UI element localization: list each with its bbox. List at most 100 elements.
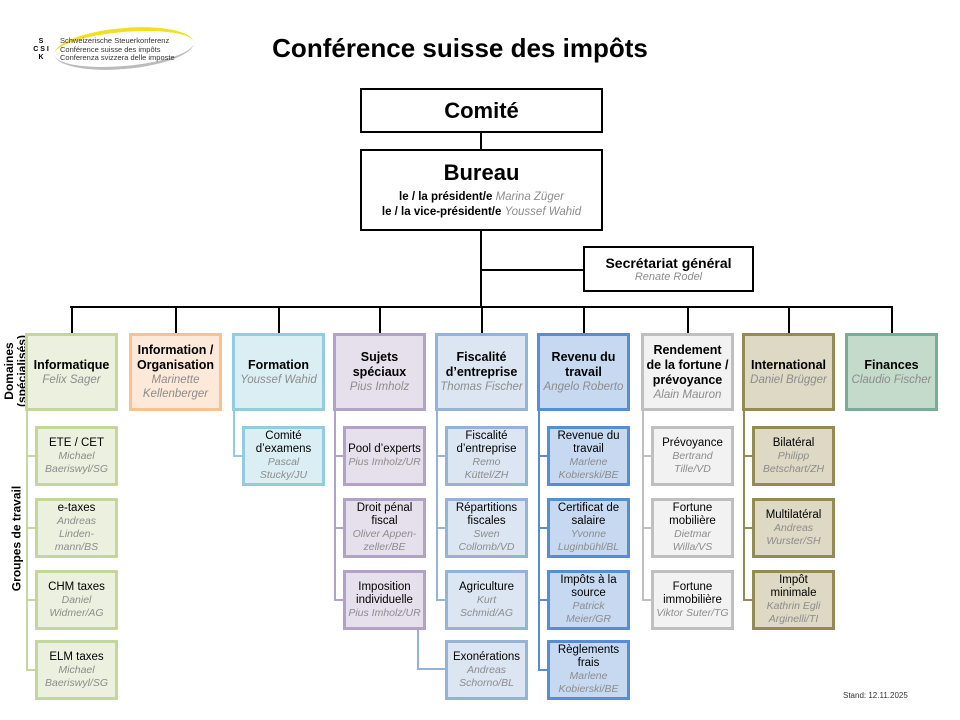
working-group-person: Remo Küttel/ZH [464, 456, 509, 481]
connector-drop [378, 307, 381, 333]
working-group-title: Exonérations [452, 650, 521, 663]
working-group-title: Pool d’experts [348, 443, 421, 455]
domain-person: Alain Mauron [653, 388, 722, 401]
secretariat-box: Secrétariat général Renate Rodel [583, 246, 754, 292]
subgroup-connector [743, 527, 753, 529]
bureau-title: Bureau [443, 160, 520, 185]
domain-person: Pius Imholz [349, 381, 410, 393]
working-group-person: Michael Baeriswyl/SG [44, 449, 108, 475]
working-group-title: Impôts à la source [560, 574, 617, 599]
subgroup-connector [743, 599, 753, 601]
working-group-person: Kurt Schmid/AG [459, 593, 514, 619]
secretariat-title: Secrétariat général [605, 255, 732, 271]
working-group-title: e-taxes [57, 502, 96, 514]
page-title: Conférence suisse des impôts [272, 33, 648, 63]
subgroup-connector [26, 527, 36, 529]
working-group-person: Michael Baeriswyl/SG [44, 663, 108, 689]
domain-title: Rendement de la fortune / prévoyance [646, 342, 729, 387]
working-group-person: Oliver Appen-zeller/BE [352, 528, 417, 553]
president-name: Marina Züger [495, 191, 564, 203]
working-group-person: Marlene Kobierski/BE [558, 456, 619, 481]
working-group-title: Fortune mobilière [669, 502, 716, 527]
working-group-person: Yvonne Luginbühl/BL [557, 528, 620, 553]
subgroup-connector [26, 669, 36, 671]
logo-line: Conferenza svizzera delle imposte [60, 53, 175, 62]
connector-drop [890, 307, 893, 333]
working-group-person: Pius Imholz/UR [348, 456, 421, 468]
working-group-title: Règlements frais [557, 644, 620, 669]
domain-person: Thomas Fischer [440, 381, 523, 393]
connector-drop [70, 307, 73, 333]
president-label: le / la président/e [399, 191, 493, 203]
subgroup-connector [26, 455, 36, 457]
subgroup-connector [743, 411, 745, 600]
working-group-person: Swen Collomb/VD [458, 528, 515, 553]
domain-person: Youssef Wahid [240, 373, 317, 386]
working-group-title: Imposition individuelle [356, 580, 413, 606]
subgroup-connector [743, 455, 753, 457]
domain-person: Angelo Roberto [543, 381, 624, 393]
domain-title: Information / Organisation [136, 343, 215, 372]
working-group-person: Patrick Meier/GR [566, 600, 611, 625]
subgroup-connector [26, 411, 28, 670]
connector-drop [174, 307, 177, 333]
working-group-title: Fiscalité d’entreprise [456, 430, 517, 455]
working-group-title: Revenue du travail [557, 430, 620, 455]
domain-title: Finances [864, 357, 919, 372]
subgroup-connector [538, 527, 548, 529]
working-group-title: Impôt minimale [770, 574, 817, 599]
working-group-person: Andreas Schorno/BL [459, 663, 514, 689]
subgroup-connector [642, 411, 644, 600]
working-group-title: Certificat de salaire [557, 502, 620, 527]
logo-text: Schweizerische Steuerkonferenz Conférenc… [60, 36, 175, 63]
domain-title: Sujets spéciaux [352, 350, 407, 379]
vice-president-name: Youssef Wahid [504, 206, 582, 218]
subgroup-connector [334, 411, 336, 600]
working-group-person: Bertrand Tille/VD [672, 449, 713, 475]
working-group-person: Dietmar Willa/VS [672, 528, 713, 553]
working-group-person: Marlene Kobierski/BE [558, 670, 619, 695]
working-group-person: Pius Imholz/UR [348, 606, 421, 619]
logo-line: Conférence suisse des impôts [60, 44, 161, 54]
connector-drop [277, 307, 280, 333]
working-group-person: Andreas Wurster/SH [766, 521, 821, 547]
working-group-title: Agriculture [459, 580, 514, 593]
working-group-title: Fortune immobilière [663, 580, 722, 606]
subgroup-connector [538, 455, 548, 457]
subgroup-connector [334, 527, 344, 529]
working-group-person: Daniel Widmer/AG [49, 593, 104, 619]
domain-title: International [750, 357, 826, 372]
working-group-title: Droit pénal fiscal [356, 502, 413, 527]
subgroup-connector [417, 630, 419, 669]
secretariat-person: Renate Rodel [634, 271, 703, 283]
subgroup-connector [436, 527, 446, 529]
working-group-title: Répartitions fiscales [455, 502, 518, 527]
subgroup-connector [26, 599, 36, 601]
subgroup-connector [417, 668, 445, 670]
working-group-title: ELM taxes [49, 650, 104, 663]
connector [480, 269, 583, 271]
